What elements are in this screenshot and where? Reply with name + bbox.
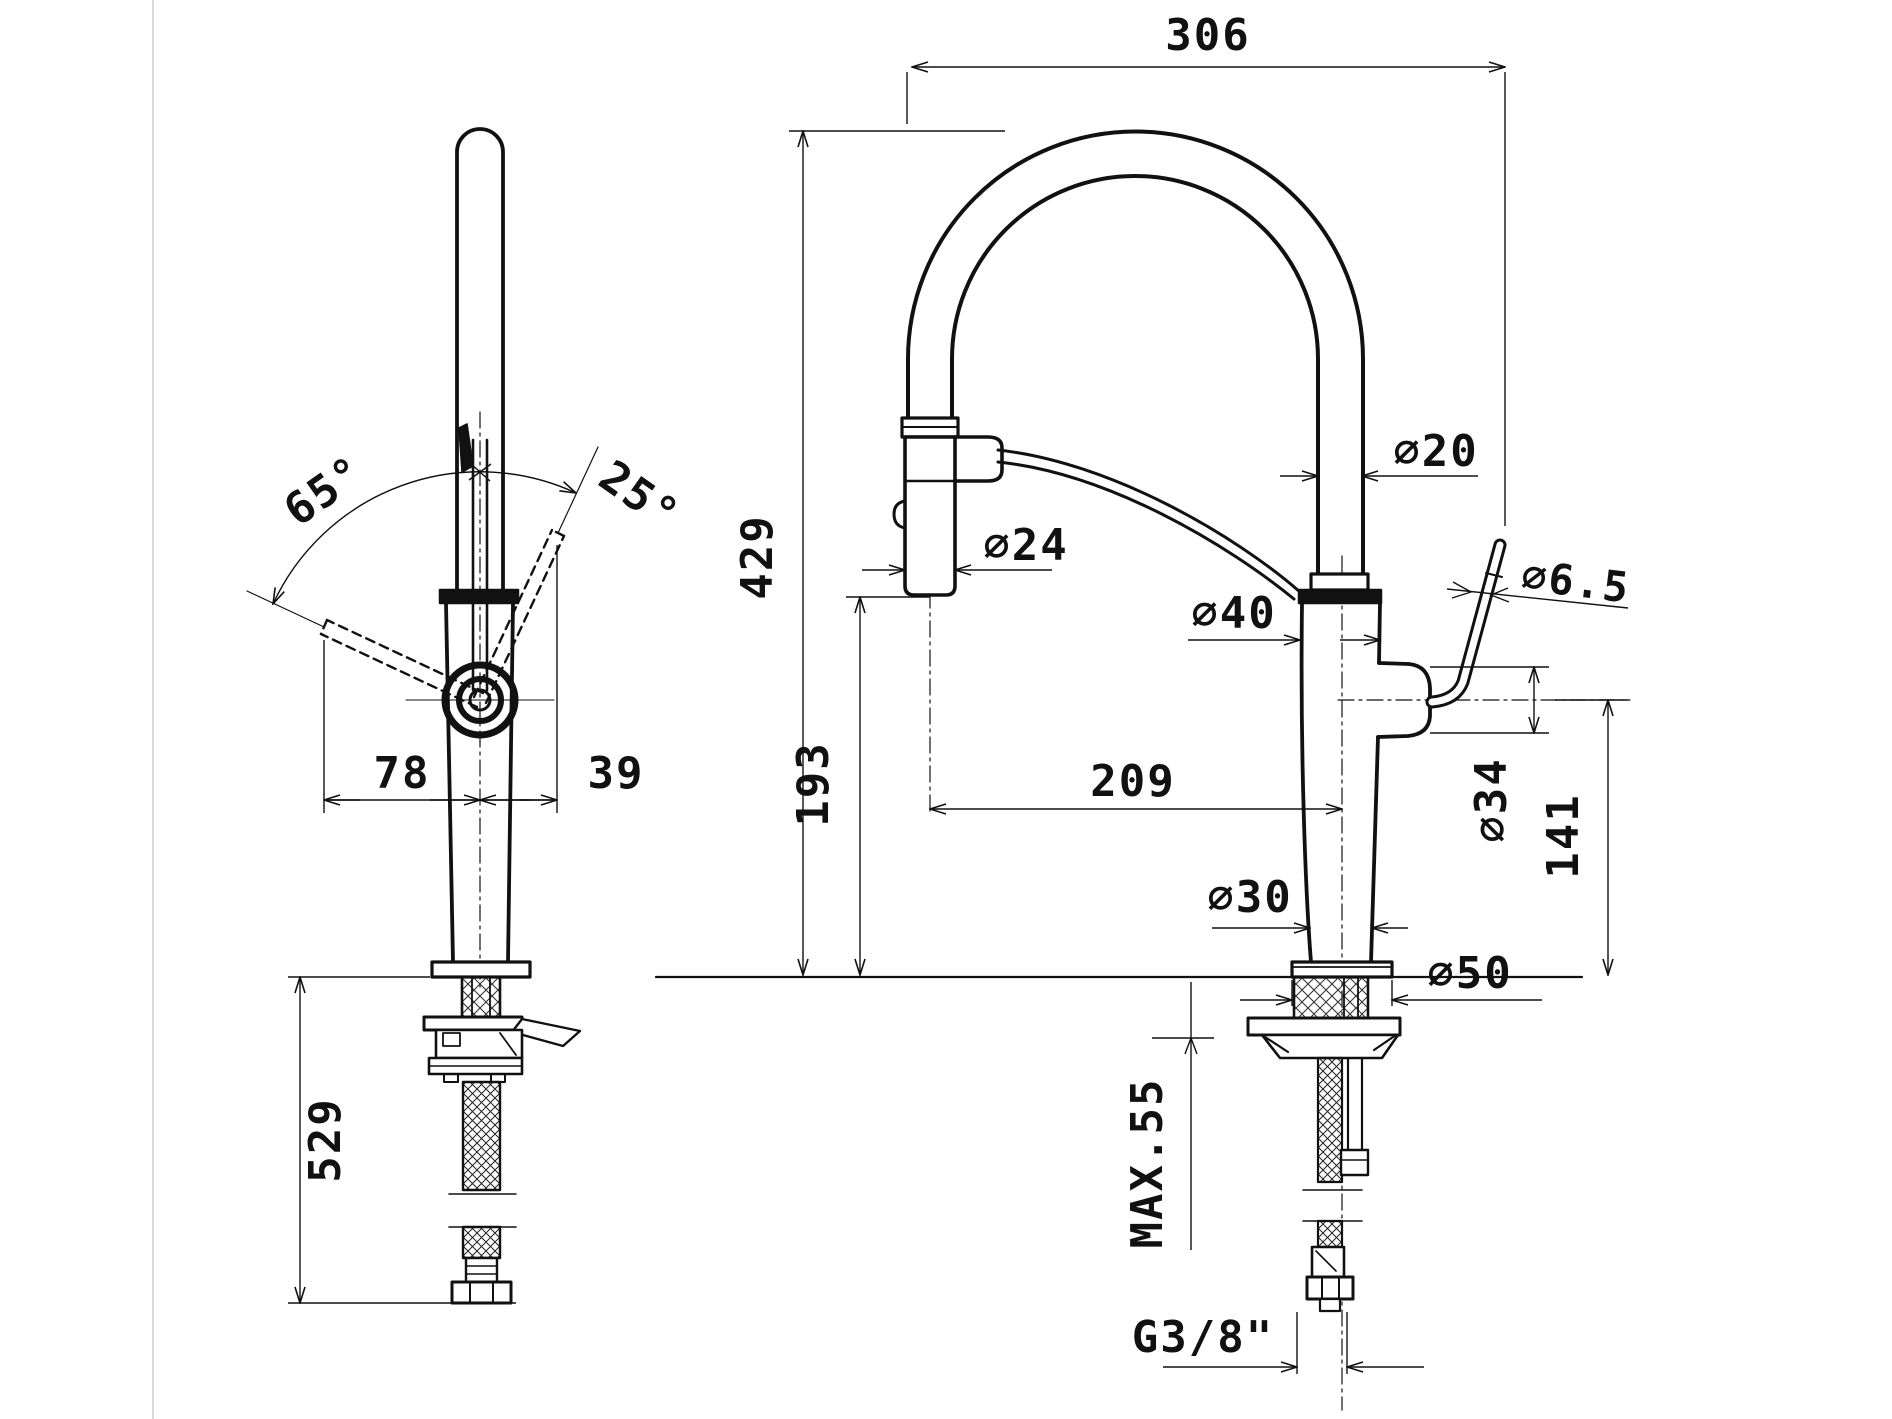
- spray-head: [892, 416, 1004, 597]
- dim-max-counter: MAX.55: [1122, 1078, 1173, 1249]
- handle-pivot: [441, 661, 519, 739]
- spout-arch-outer: [906, 129, 1365, 576]
- dim-spout-reach: 209: [1090, 756, 1175, 807]
- dimension-lines: [273, 67, 1629, 1374]
- dim-angle-open: 65°: [275, 446, 374, 537]
- body-side-left: [444, 601, 455, 964]
- side-view: [246, 127, 599, 1305]
- pullout-hose: [996, 448, 1302, 601]
- dim-overall-height: 429: [732, 514, 783, 599]
- under-counter-front: [1246, 975, 1402, 1313]
- spout-flange: [1297, 588, 1383, 605]
- dim-base-diameter: ∅50: [1427, 948, 1512, 999]
- dim-offset-close: 39: [588, 748, 645, 799]
- dim-under-counter: 529: [300, 1097, 351, 1182]
- body-side-right: [506, 601, 515, 964]
- dim-supply-thread: G3/8": [1132, 1312, 1274, 1363]
- handle-lever: [1425, 538, 1507, 709]
- dim-lever-diameter: ∅6.5: [1519, 551, 1633, 613]
- dim-boss-diameter: ∅34: [1466, 757, 1517, 842]
- dim-offset-open: 78: [374, 748, 431, 799]
- spout-tube-side: [455, 127, 505, 592]
- body-flange-side: [438, 588, 520, 605]
- base-flange-front: [1290, 960, 1394, 979]
- lever-rod-closed: [458, 423, 489, 692]
- dim-body-top-diameter: ∅40: [1191, 588, 1276, 639]
- dim-spout-height: 193: [788, 741, 839, 826]
- dim-spray-diameter: ∅24: [983, 520, 1068, 571]
- dim-tube-diameter: ∅20: [1393, 426, 1478, 477]
- dimension-labels: 306 429 193 ∅24 ∅20 ∅40 ∅6.5 209 ∅30 ∅34…: [275, 10, 1633, 1363]
- under-counter-side: [422, 975, 582, 1305]
- faucet-body: [1299, 601, 1432, 964]
- dim-angle-close: 25°: [590, 451, 689, 542]
- spout-arch-inner: [950, 174, 1320, 576]
- dim-overall-depth: 306: [1165, 10, 1250, 61]
- dim-handle-height: 141: [1538, 793, 1589, 878]
- dim-body-bottom-diameter: ∅30: [1207, 872, 1292, 923]
- spout-collar: [1309, 572, 1370, 592]
- front-view: [654, 129, 1631, 1411]
- base-flange-side: [430, 960, 532, 979]
